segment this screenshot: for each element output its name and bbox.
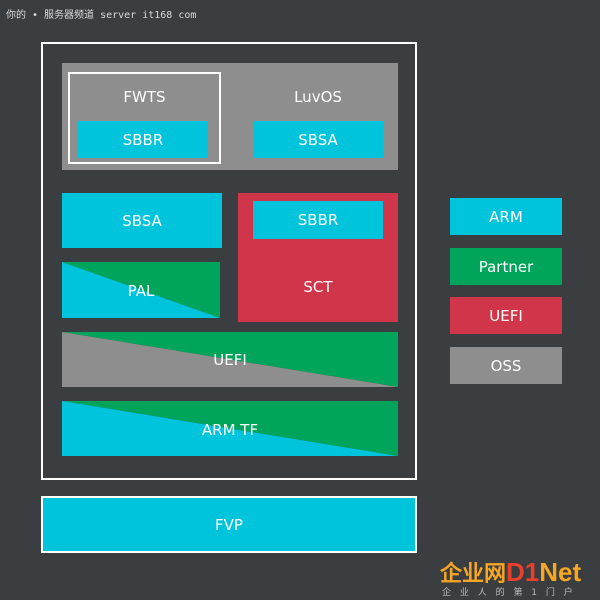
watermark-logo-sub: 企 业 人 的 第 1 门 户: [442, 588, 576, 598]
pal-label: PAL: [127, 282, 155, 300]
arm-tf-label: ARM TF: [201, 421, 259, 439]
legend-partner: Partner: [450, 248, 562, 285]
watermark-logo-net: Net: [539, 557, 582, 587]
sct-label: SCT: [303, 278, 333, 296]
fwts-frame: [68, 72, 221, 164]
uefi-label: UEFI: [213, 351, 247, 369]
fvp-box: FVP: [41, 496, 417, 553]
sbsa-in-luvos-box: SBSA: [253, 121, 383, 158]
watermark-logo-cn: 企业网: [440, 562, 507, 587]
pal-block: [62, 262, 220, 318]
watermark-logo-d1: D1: [506, 557, 540, 587]
fwts-label: FWTS: [123, 88, 166, 106]
legend-arm: ARM: [450, 198, 562, 235]
arm-tf-arm-triangle: [62, 401, 398, 456]
arm-tf-block: [62, 401, 398, 456]
legend-uefi: UEFI: [450, 297, 562, 334]
sbbr-in-sct-box: SBBR: [253, 201, 383, 239]
pal-arm-triangle: [62, 262, 220, 318]
legend-oss: OSS: [450, 347, 562, 384]
sbsa-box: SBSA: [62, 193, 222, 248]
watermark-top-text: 你的 • 服务器频道 server it168 com: [6, 10, 197, 21]
sbbr-in-fwts-box: SBBR: [78, 121, 208, 158]
watermark-logo: 企业网D1Net: [440, 556, 581, 588]
uefi-block: [62, 332, 398, 387]
uefi-oss-triangle: [62, 332, 398, 387]
stack-frame: [41, 42, 417, 480]
luvos-label: LuvOS: [294, 88, 342, 106]
